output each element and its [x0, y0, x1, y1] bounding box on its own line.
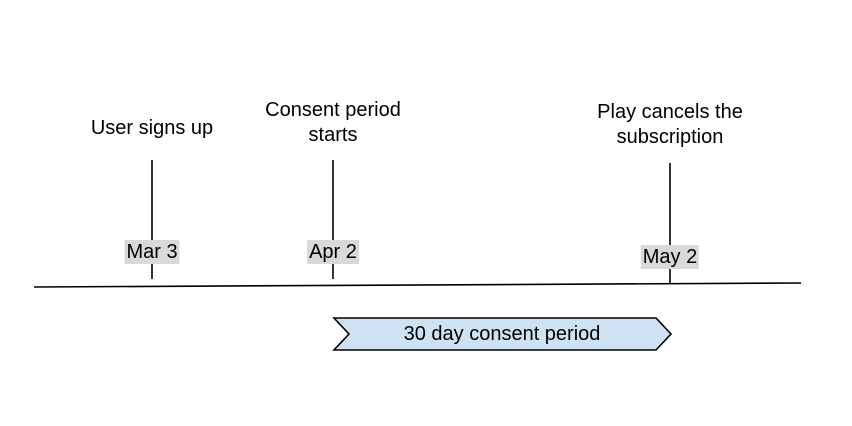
event-label-consent-start: Consent period starts: [265, 98, 401, 148]
event-label-signup: User signs up: [91, 116, 213, 141]
date-chip-consent-start: Apr 2: [307, 240, 359, 264]
event-label-line: subscription: [616, 126, 724, 148]
event-label-line: Play cancels the: [597, 101, 743, 123]
date-chip-signup: Mar 3: [124, 240, 180, 264]
event-label-line: User signs up: [90, 117, 214, 139]
event-label-line: Consent period: [265, 99, 401, 121]
event-label-cancel: Play cancels the subscription: [597, 100, 743, 150]
consent-period-arrow: [332, 317, 673, 351]
consent-period-label: 30 day consent period: [403, 323, 601, 345]
timeline-axis: [33, 282, 802, 288]
date-chip-cancel: May 2: [640, 245, 700, 269]
event-label-line: starts: [308, 124, 358, 146]
